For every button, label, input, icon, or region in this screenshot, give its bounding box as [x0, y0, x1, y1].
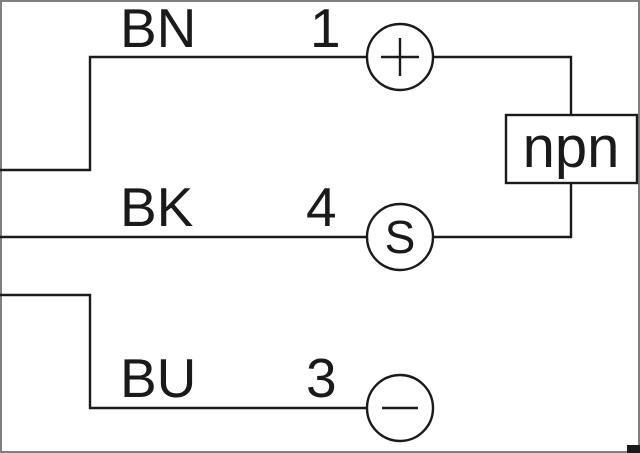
pin-number-4: 4 [306, 176, 337, 238]
corner-mark [627, 445, 640, 453]
wire-label-bu: BU [120, 347, 196, 409]
pin-number-1: 1 [310, 0, 341, 59]
wire-plus-to-npn [433, 55, 573, 115]
wire-bu [0, 293, 367, 410]
plus-icon [381, 38, 419, 76]
wire-label-bk: BK [120, 176, 194, 238]
wire-s-to-npn [433, 183, 573, 239]
wire-label-bn: BN [120, 0, 196, 59]
npn-label: npn [523, 115, 620, 180]
signal-terminal-label: S [385, 211, 416, 263]
signal-terminal [365, 202, 435, 272]
pin-number-3: 3 [306, 347, 337, 409]
npn-box [504, 113, 639, 185]
wire-bn [0, 55, 367, 172]
